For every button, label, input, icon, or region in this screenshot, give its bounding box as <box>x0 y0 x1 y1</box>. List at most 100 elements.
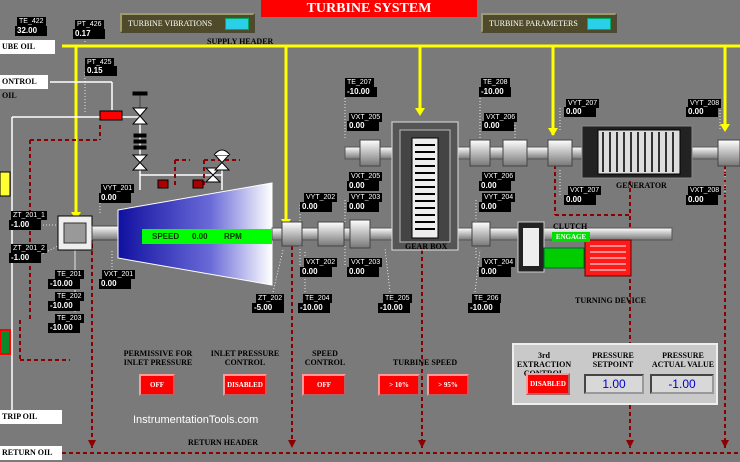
instrument-tag: VXT_203 <box>349 258 383 267</box>
inlet-pressure-button[interactable]: DISABLED <box>223 374 267 396</box>
turbine-parameters-button[interactable]: TURBINE PARAMETERS <box>481 13 617 33</box>
instrument-tag: VYT_204 <box>482 193 516 202</box>
instrument-value: -10.00 <box>48 323 80 333</box>
instrument-tag: TE_205 <box>383 294 412 303</box>
instrument-tag: PT_425 <box>85 58 114 67</box>
actual-value-field: -1.00 <box>650 374 714 394</box>
instrument-value: 0.00 <box>479 181 511 191</box>
instrument-value: 0.00 <box>564 195 596 205</box>
speed-10-button[interactable]: > 10% <box>378 374 420 396</box>
instrument-tag: TE_203 <box>55 314 84 323</box>
instrument-value: 32.00 <box>15 26 47 36</box>
extraction-control-panel: 3rd EXTRACTION CONTROL DISABLED PRESSURE… <box>512 343 718 405</box>
lube-oil-block <box>0 171 11 197</box>
instrument-tag: VXT_206 <box>484 113 518 122</box>
instrument-value: 0.15 <box>85 66 117 76</box>
instrument-value: 0.00 <box>347 121 379 131</box>
speed-display: SPEED 0.00 RPM <box>142 229 272 244</box>
page-title: TURBINE SYSTEM <box>261 0 477 17</box>
instrument-tag: VXT_205 <box>349 172 383 181</box>
gear-box-label: GEAR BOX <box>405 242 448 251</box>
speed-95-button[interactable]: > 95% <box>427 374 469 396</box>
instrument-tag: ZT_201_1 <box>11 211 47 220</box>
instrument-value: 0.00 <box>686 107 718 117</box>
inlet-pressure-label: INLET PRESSURE CONTROL <box>210 349 280 367</box>
instrument-value: -10.00 <box>479 87 511 97</box>
trip-oil-block <box>0 329 11 355</box>
instrument-tag: TE_422 <box>17 17 46 26</box>
instrument-tag: VYT_208 <box>688 99 722 108</box>
instrument-value: 0.00 <box>686 195 718 205</box>
instrument-value: 0.00 <box>482 121 514 131</box>
instrument-value: -1.00 <box>9 253 41 263</box>
solenoid-valves <box>157 149 231 189</box>
speed-control-button[interactable]: OFF <box>302 374 346 396</box>
watermark: InstrumentationTools.com <box>133 414 259 426</box>
couplings <box>281 139 740 249</box>
return-arrows <box>88 440 729 448</box>
instrument-value: 0.17 <box>73 29 105 39</box>
instrument-tag: VYT_201 <box>101 184 135 193</box>
setpoint-label: PRESSURE SETPOINT <box>592 351 634 369</box>
instrument-value: -5.00 <box>252 303 284 313</box>
instrument-tag: TE_201 <box>55 270 84 279</box>
actual-label: PRESSURE ACTUAL VALUE <box>651 351 715 369</box>
trip-valve-stack <box>131 91 149 171</box>
instrument-tag: VXT_204 <box>482 258 516 267</box>
instrument-value: 0.00 <box>300 202 332 212</box>
instrument-tag: VXT_201 <box>102 270 136 279</box>
return-header-label: RETURN HEADER <box>188 438 259 447</box>
instrument-tag: ZT_201_2 <box>11 244 47 253</box>
turbine-vibrations-button[interactable]: TURBINE VIBRATIONS <box>120 13 255 33</box>
instrument-value: 0.00 <box>347 202 379 212</box>
instrument-tag: TE_207 <box>345 78 374 87</box>
instrument-value: -10.00 <box>48 301 80 311</box>
instrument-tag: TE_206 <box>472 294 501 303</box>
instrument-tag: VXT_206 <box>482 172 516 181</box>
return-oil-line-label: RETURN OIL <box>0 446 62 460</box>
instrument-value: -10.00 <box>298 303 330 313</box>
turbine-speed-label: TURBINE SPEED <box>392 358 458 367</box>
instrument-tag: ZT_202 <box>256 294 285 303</box>
instrument-tag: VXT_207 <box>568 186 602 195</box>
instrument-value: 0.00 <box>99 279 131 289</box>
trip-oil-line-label: TRIP OIL <box>0 410 62 424</box>
control-oil-line-label: ONTROL OIL <box>0 75 48 100</box>
instrument-value: -1.00 <box>9 220 41 230</box>
supply-header-label: SUPPLY HEADER <box>207 37 274 46</box>
instrument-value: 0.00 <box>300 267 332 277</box>
extraction-button[interactable]: DISABLED <box>526 373 570 395</box>
instrument-tag: VXT_202 <box>304 258 338 267</box>
instrument-value: 0.00 <box>479 267 511 277</box>
instrument-tag: VXT_205 <box>349 113 383 122</box>
instrument-tag: TE_202 <box>55 292 84 301</box>
speed-control-label: SPEED CONTROL <box>304 349 346 367</box>
instrument-value: -10.00 <box>378 303 410 313</box>
trend-icon <box>225 18 249 30</box>
instrument-tag: VYT_203 <box>349 193 383 202</box>
control-valve-actuator <box>99 110 123 121</box>
permissive-button[interactable]: OFF <box>139 374 175 396</box>
instrument-tag: PT_426 <box>75 20 104 29</box>
turning-coupling <box>543 247 585 269</box>
clutch-label: CLUTCH <box>553 222 588 231</box>
instrument-value: 0.00 <box>347 181 379 191</box>
instrument-tag: VYT_202 <box>304 193 338 202</box>
instrument-value: -10.00 <box>48 279 80 289</box>
generator-label: GENERATOR <box>616 181 667 190</box>
turning-device-label: TURNING DEVICE <box>575 296 646 305</box>
instrument-tag: VXT_208 <box>688 186 722 195</box>
clutch-status-badge: ENGAGE <box>552 232 590 242</box>
instrument-tag: TE_208 <box>481 78 510 87</box>
instrument-value: 0.00 <box>99 193 131 203</box>
permissive-label: PERMISSIVE FOR INLET PRESSURE <box>123 349 193 367</box>
setpoint-field[interactable]: 1.00 <box>584 374 644 394</box>
trend-icon <box>587 18 611 30</box>
instrument-value: 0.00 <box>347 267 379 277</box>
instrument-value: -10.00 <box>468 303 500 313</box>
instrument-tag: TE_204 <box>303 294 332 303</box>
lube-oil-line-label: UBE OIL <box>0 40 55 54</box>
instrument-tag: VYT_207 <box>566 99 600 108</box>
instrument-value: 0.00 <box>564 107 596 117</box>
